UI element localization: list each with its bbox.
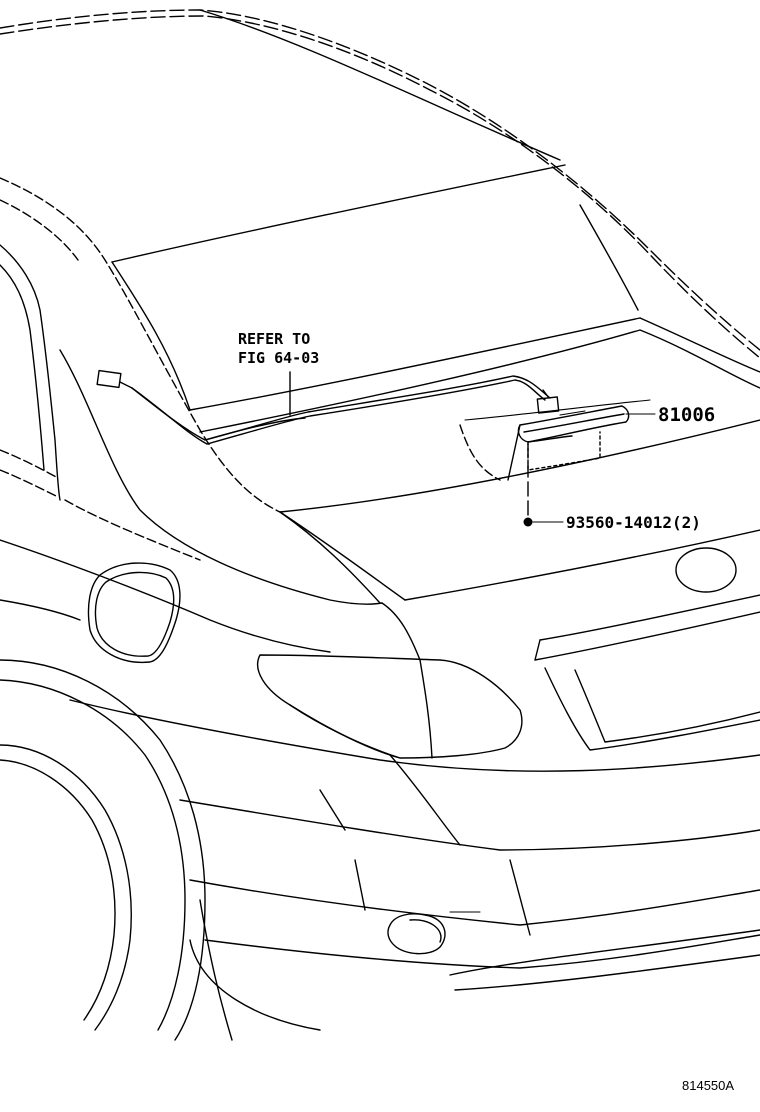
rear-wheel: [0, 659, 233, 1041]
figure-id: 814550A: [682, 1078, 734, 1093]
trunk-lid: [199, 329, 760, 601]
part-number-screw: 93560-14012(2): [566, 513, 701, 532]
rear-bumper: [69, 699, 760, 1031]
screw: [523, 443, 533, 527]
rear-reflector: [387, 911, 481, 955]
refer-to-label-line1: REFER TO: [238, 330, 310, 348]
leader-lines: [532, 413, 656, 523]
tail-lamp: [256, 602, 523, 759]
refer-to-label-line2: FIG 64-03: [238, 349, 319, 367]
lamp-connector: [536, 389, 560, 414]
rear-window: [111, 164, 760, 411]
trunk-emblem: [675, 547, 737, 593]
roof-outline: [0, 9, 760, 359]
wire-harness: [96, 369, 551, 445]
fuel-door: [87, 562, 181, 664]
high-mount-stop-lamp: [507, 405, 630, 481]
part-number-81006: 81006: [658, 404, 715, 426]
body-side-lines: [0, 177, 383, 653]
license-plate-area: [534, 594, 760, 751]
